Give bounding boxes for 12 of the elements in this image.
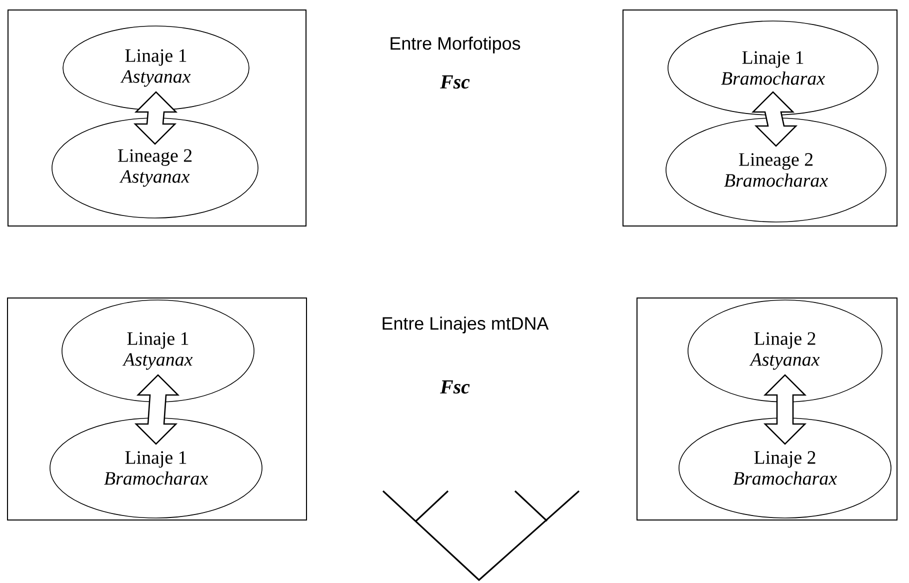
statistic-label: Fsc: [440, 380, 470, 394]
frame-box: [8, 10, 306, 226]
double-arrow: [751, 91, 798, 147]
comparison-title: Entre Morfotipos: [390, 36, 520, 54]
frame-box: [622, 10, 898, 226]
frame-box: [636, 298, 898, 520]
double-arrow: [134, 374, 180, 445]
double-arrow: [133, 91, 178, 145]
comparison-title: Entre Linajes mtDNA: [382, 316, 549, 334]
frame-box: [7, 298, 307, 520]
double-arrow: [763, 374, 807, 445]
statistic-label: Fsc: [440, 75, 470, 89]
